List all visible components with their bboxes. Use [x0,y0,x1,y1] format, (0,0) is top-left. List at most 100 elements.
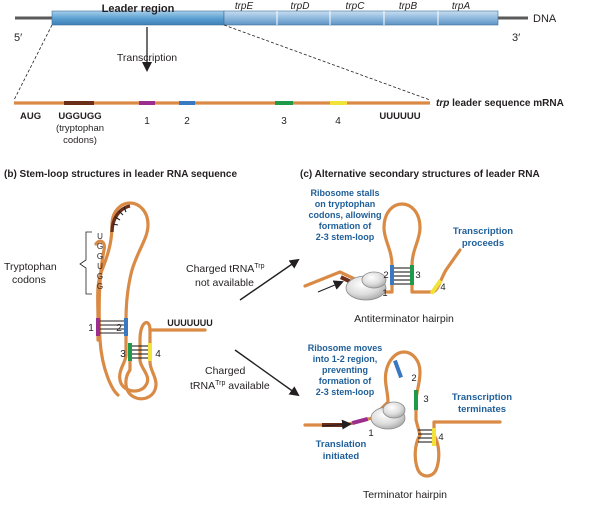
c-term-region-2 [393,359,403,379]
c-proceeds-line: proceeds [462,238,504,249]
mrna-trp-codons [64,101,94,105]
mrna-uuuuuu: UUUUUU [379,111,420,122]
b-region-1 [96,318,100,336]
mrna-label-italic: trp [436,98,449,109]
b-codon-tick [118,210,124,216]
c-anti-region-2 [390,265,394,285]
b-available-rest: available [225,380,270,392]
b-trp-codons-label-1: Tryptophan [4,261,57,273]
mrna-region-3 [275,101,293,105]
b-uuuuuuu: UUUUUUU [167,318,213,328]
b-stem-loop-3-4 [124,328,158,401]
b-not-available-line-2: not available [195,277,254,289]
c-term-ribosome-direction [321,419,352,430]
c-stall-line: codons, allowing [308,210,381,220]
b-not-available-sup: Trp [254,263,264,270]
leader-region-label: Leader region [102,3,175,15]
mrna-region-4 [330,101,347,105]
c-anti-ribosome-direction [317,280,344,293]
c-antiterminator-structure [303,202,462,301]
mrna-region-3-label: 3 [281,116,287,127]
mrna-aug: AUG [20,111,41,122]
c-anti-ribosome-small [361,271,387,289]
mrna-label: trp leader sequence mRNA [436,98,564,109]
c-proceeds-line: Transcription [453,226,513,237]
arrow-to-terminator [234,349,300,397]
c-term-strand [303,350,502,478]
c-term-region-4 [432,428,436,446]
b-codon-tick [123,206,127,213]
b-codon-letter: G [97,272,103,281]
c-term-region-3 [414,390,418,410]
c-translation-line: Translation [316,439,367,450]
gene-trpA-label: trpA [452,1,471,12]
c-stall-line: 2-3 stem-loop [316,232,375,242]
b-region-4 [148,343,152,361]
c-anti-label-1: 1 [382,288,387,299]
b-trp-codons-arc [110,204,131,233]
mrna-region-1 [139,101,155,105]
c-term-ribosome-small [382,401,406,419]
gene-trpB-label: trpB [399,1,418,12]
arrow-to-antiterminator [239,258,300,301]
b-region-2 [124,318,128,336]
b-not-available-text: Charged tRNA [186,263,254,275]
dna-five-prime: 5′ [14,32,22,44]
b-codon-tick [112,223,119,226]
b-codon-tick [114,216,121,221]
b-not-available-line-1: Charged tRNATrp [186,263,265,275]
c-moves-line: into 1-2 region, [313,354,378,364]
c-stall-line: on tryptophan [315,199,376,209]
b-available-line-1: Charged [205,365,245,377]
dna-trp-genes [223,10,499,26]
c-anti-label-2: 2 [383,270,388,281]
gene-trpC-label: trpC [346,1,366,12]
b-stem-label-2: 2 [116,323,122,334]
c-moves-line: 2-3 stem-loop [316,387,375,397]
c-moves-line: preventing [322,365,368,375]
expansion-line [223,24,431,101]
dna-molecule [15,10,528,26]
c-anti-region-4 [429,279,443,295]
c-anti-region-3 [410,265,414,285]
mrna-region-4-label: 4 [335,116,341,127]
c-moves-line: Ribosome moves [308,343,383,353]
b-stem-2-3 [118,321,152,393]
mrna-label-rest: leader sequence mRNA [449,98,564,109]
b-stem-label-1: 1 [88,323,94,334]
dna-label: DNA [533,13,557,25]
mrna-region-1-label: 1 [144,116,150,127]
b-five-prime-tail [94,239,120,397]
b-codon-letter: G [97,282,103,291]
b-stem-loop-1-2 [96,201,150,342]
c-antiterminator-label: Antiterminator hairpin [354,313,454,325]
b-stem-label-4: 4 [155,349,161,360]
mrna-trp-codons-label-1: (tryptophan [56,123,104,134]
c-anti-label-4: 4 [440,282,445,293]
c-terminates-line: terminates [458,404,506,415]
b-trp-codons-label-2: codons [12,274,46,286]
c-terminator-label: Terminator hairpin [363,489,447,501]
transcription-label: Transcription [117,52,177,64]
c-anti-label-3: 3 [415,270,420,281]
b-region-3 [128,343,132,361]
c-term-label-3: 3 [423,394,428,405]
c-term-region-1 [351,416,369,426]
gene-trpD-label: trpD [291,1,310,12]
b-codon-bracket [79,231,92,295]
b-available-sup: Trp [215,380,225,387]
c-terminates-line: Transcription [452,392,512,403]
c-term-label-4: 4 [438,432,443,443]
b-codon-letter: U [97,232,103,241]
c-term-label-1: 1 [368,428,373,439]
c-term-label-2: 2 [411,373,416,384]
leader-mrna [14,101,430,105]
c-stall-line: formation of [319,221,372,231]
panel-b-structure [94,201,207,401]
b-available-trna: tRNA [190,380,215,392]
expansion-line [13,24,53,101]
c-stall-line: Ribosome stalls [310,188,379,198]
c-translation-line: initiated [323,451,360,462]
dna-three-prime: 3′ [512,32,520,44]
